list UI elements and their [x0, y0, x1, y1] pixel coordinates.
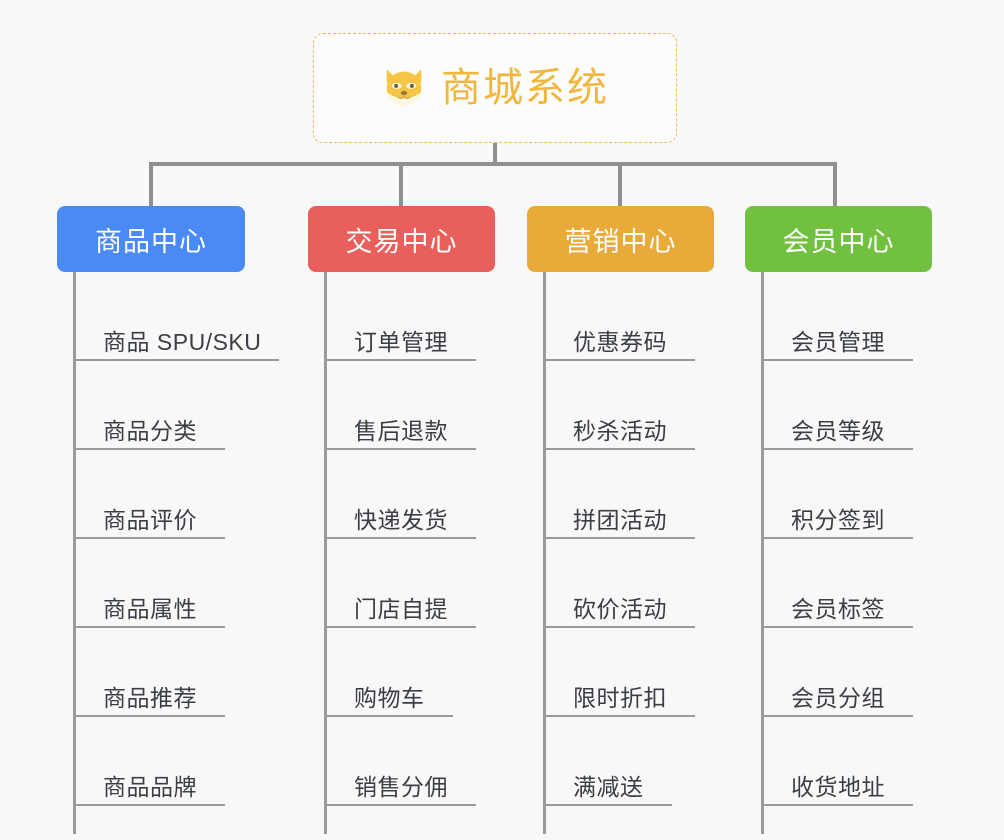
- branch-spine-2: [324, 272, 327, 834]
- leaf-label: 会员等级: [791, 417, 885, 444]
- leaf-underline: [543, 537, 695, 539]
- leaf-label: 砍价活动: [573, 595, 667, 622]
- leaf-underline: [761, 359, 913, 361]
- leaf-label: 售后退款: [354, 417, 448, 444]
- leaf-item[interactable]: 砍价活动: [543, 539, 695, 628]
- leaf-underline: [73, 715, 225, 717]
- leaf-label: 收货地址: [791, 773, 885, 800]
- leaf-item[interactable]: 会员标签: [761, 539, 913, 628]
- leaf-underline: [73, 804, 225, 806]
- leaf-item[interactable]: 优惠券码: [543, 272, 695, 361]
- leaf-label: 销售分佣: [354, 773, 448, 800]
- leaf-item[interactable]: 商品 SPU/SKU: [73, 272, 279, 361]
- leaf-underline: [324, 359, 476, 361]
- leaf-underline: [543, 448, 695, 450]
- leaf-label: 秒杀活动: [573, 417, 667, 444]
- shiba-dog-face-icon: [381, 65, 427, 111]
- branch-column-1: 商品 SPU/SKU 商品分类 商品评价 商品属性 商品推荐 商品品牌: [73, 272, 279, 834]
- leaf-item[interactable]: 快递发货: [324, 450, 476, 539]
- leaf-underline: [324, 448, 476, 450]
- leaf-underline: [761, 804, 913, 806]
- leaf-item[interactable]: 会员分组: [761, 628, 913, 717]
- leaf-item[interactable]: 订单管理: [324, 272, 476, 361]
- leaf-item[interactable]: 购物车: [324, 628, 453, 717]
- leaf-item[interactable]: 商品分类: [73, 361, 261, 450]
- leaf-label: 会员管理: [791, 328, 885, 355]
- leaf-label: 拼团活动: [573, 506, 667, 533]
- leaf-label: 门店自提: [354, 595, 448, 622]
- leaf-label: 商品分类: [103, 417, 197, 444]
- branch-column-2: 订单管理 售后退款 快递发货 门店自提 购物车 销售分佣: [324, 272, 476, 834]
- leaf-underline: [324, 626, 476, 628]
- leaf-item[interactable]: 商品属性: [73, 539, 261, 628]
- leaf-item[interactable]: 销售分佣: [324, 717, 476, 806]
- connector-drop-2: [399, 162, 403, 208]
- connector-drop-4: [833, 162, 837, 208]
- leaf-underline: [761, 626, 913, 628]
- leaf-label: 订单管理: [354, 328, 448, 355]
- leaf-label: 会员分组: [791, 684, 885, 711]
- branch-spine-4: [761, 272, 764, 834]
- leaf-label: 限时折扣: [573, 684, 667, 711]
- connector-drop-1: [149, 162, 153, 208]
- leaf-label: 商品品牌: [103, 773, 197, 800]
- leaf-item[interactable]: 售后退款: [324, 361, 476, 450]
- leaf-label: 商品评价: [103, 506, 197, 533]
- root-title: 商城系统: [441, 66, 609, 110]
- leaf-item[interactable]: 积分签到: [761, 450, 913, 539]
- leaf-underline: [761, 448, 913, 450]
- leaf-item[interactable]: 拼团活动: [543, 450, 695, 539]
- leaf-underline: [543, 359, 695, 361]
- leaf-underline: [73, 359, 279, 361]
- leaf-label: 快递发货: [354, 506, 448, 533]
- leaf-label: 满减送: [573, 773, 644, 800]
- leaf-underline: [543, 804, 672, 806]
- leaf-underline: [761, 537, 913, 539]
- category-label-4: 会员中心: [782, 226, 895, 257]
- category-label-1: 商品中心: [95, 226, 207, 257]
- category-box-1[interactable]: 商品中心: [57, 206, 245, 272]
- leaf-underline: [73, 448, 225, 450]
- leaf-underline: [324, 804, 476, 806]
- branch-column-4: 会员管理 会员等级 积分签到 会员标签 会员分组 收货地址: [761, 272, 913, 834]
- connector-drop-3: [618, 162, 622, 208]
- leaf-label: 优惠券码: [573, 328, 667, 355]
- category-box-2[interactable]: 交易中心: [308, 206, 495, 272]
- leaf-label: 商品推荐: [103, 684, 197, 711]
- category-label-2: 交易中心: [345, 226, 458, 257]
- leaf-underline: [73, 626, 225, 628]
- leaf-item[interactable]: 限时折扣: [543, 628, 695, 717]
- leaf-underline: [543, 626, 695, 628]
- category-box-4[interactable]: 会员中心: [745, 206, 932, 272]
- leaf-item[interactable]: 商品推荐: [73, 628, 261, 717]
- leaf-item[interactable]: 收货地址: [761, 717, 913, 806]
- connector-root-stem: [493, 143, 497, 165]
- leaf-label: 商品 SPU/SKU: [103, 328, 262, 355]
- leaf-underline: [761, 715, 913, 717]
- leaf-underline: [324, 715, 453, 717]
- category-box-3[interactable]: 营销中心: [527, 206, 714, 272]
- root-node[interactable]: 商城系统: [313, 33, 677, 143]
- leaf-item[interactable]: 会员管理: [761, 272, 913, 361]
- connector-horizontal-bar: [149, 162, 837, 166]
- leaf-underline: [324, 537, 476, 539]
- leaf-label: 购物车: [354, 684, 425, 711]
- leaf-label: 商品属性: [103, 595, 197, 622]
- leaf-item[interactable]: 商品评价: [73, 450, 261, 539]
- leaf-item[interactable]: 秒杀活动: [543, 361, 695, 450]
- leaf-item[interactable]: 会员等级: [761, 361, 913, 450]
- branch-spine-3: [543, 272, 546, 834]
- leaf-label: 会员标签: [791, 595, 885, 622]
- leaf-item[interactable]: 满减送: [543, 717, 672, 806]
- leaf-label: 积分签到: [791, 506, 885, 533]
- leaf-item[interactable]: 门店自提: [324, 539, 476, 628]
- leaf-underline: [543, 715, 695, 717]
- leaf-item[interactable]: 商品品牌: [73, 717, 261, 806]
- branch-spine-1: [73, 272, 76, 834]
- branch-column-3: 优惠券码 秒杀活动 拼团活动 砍价活动 限时折扣 满减送: [543, 272, 695, 834]
- category-label-3: 营销中心: [564, 226, 677, 257]
- leaf-underline: [73, 537, 225, 539]
